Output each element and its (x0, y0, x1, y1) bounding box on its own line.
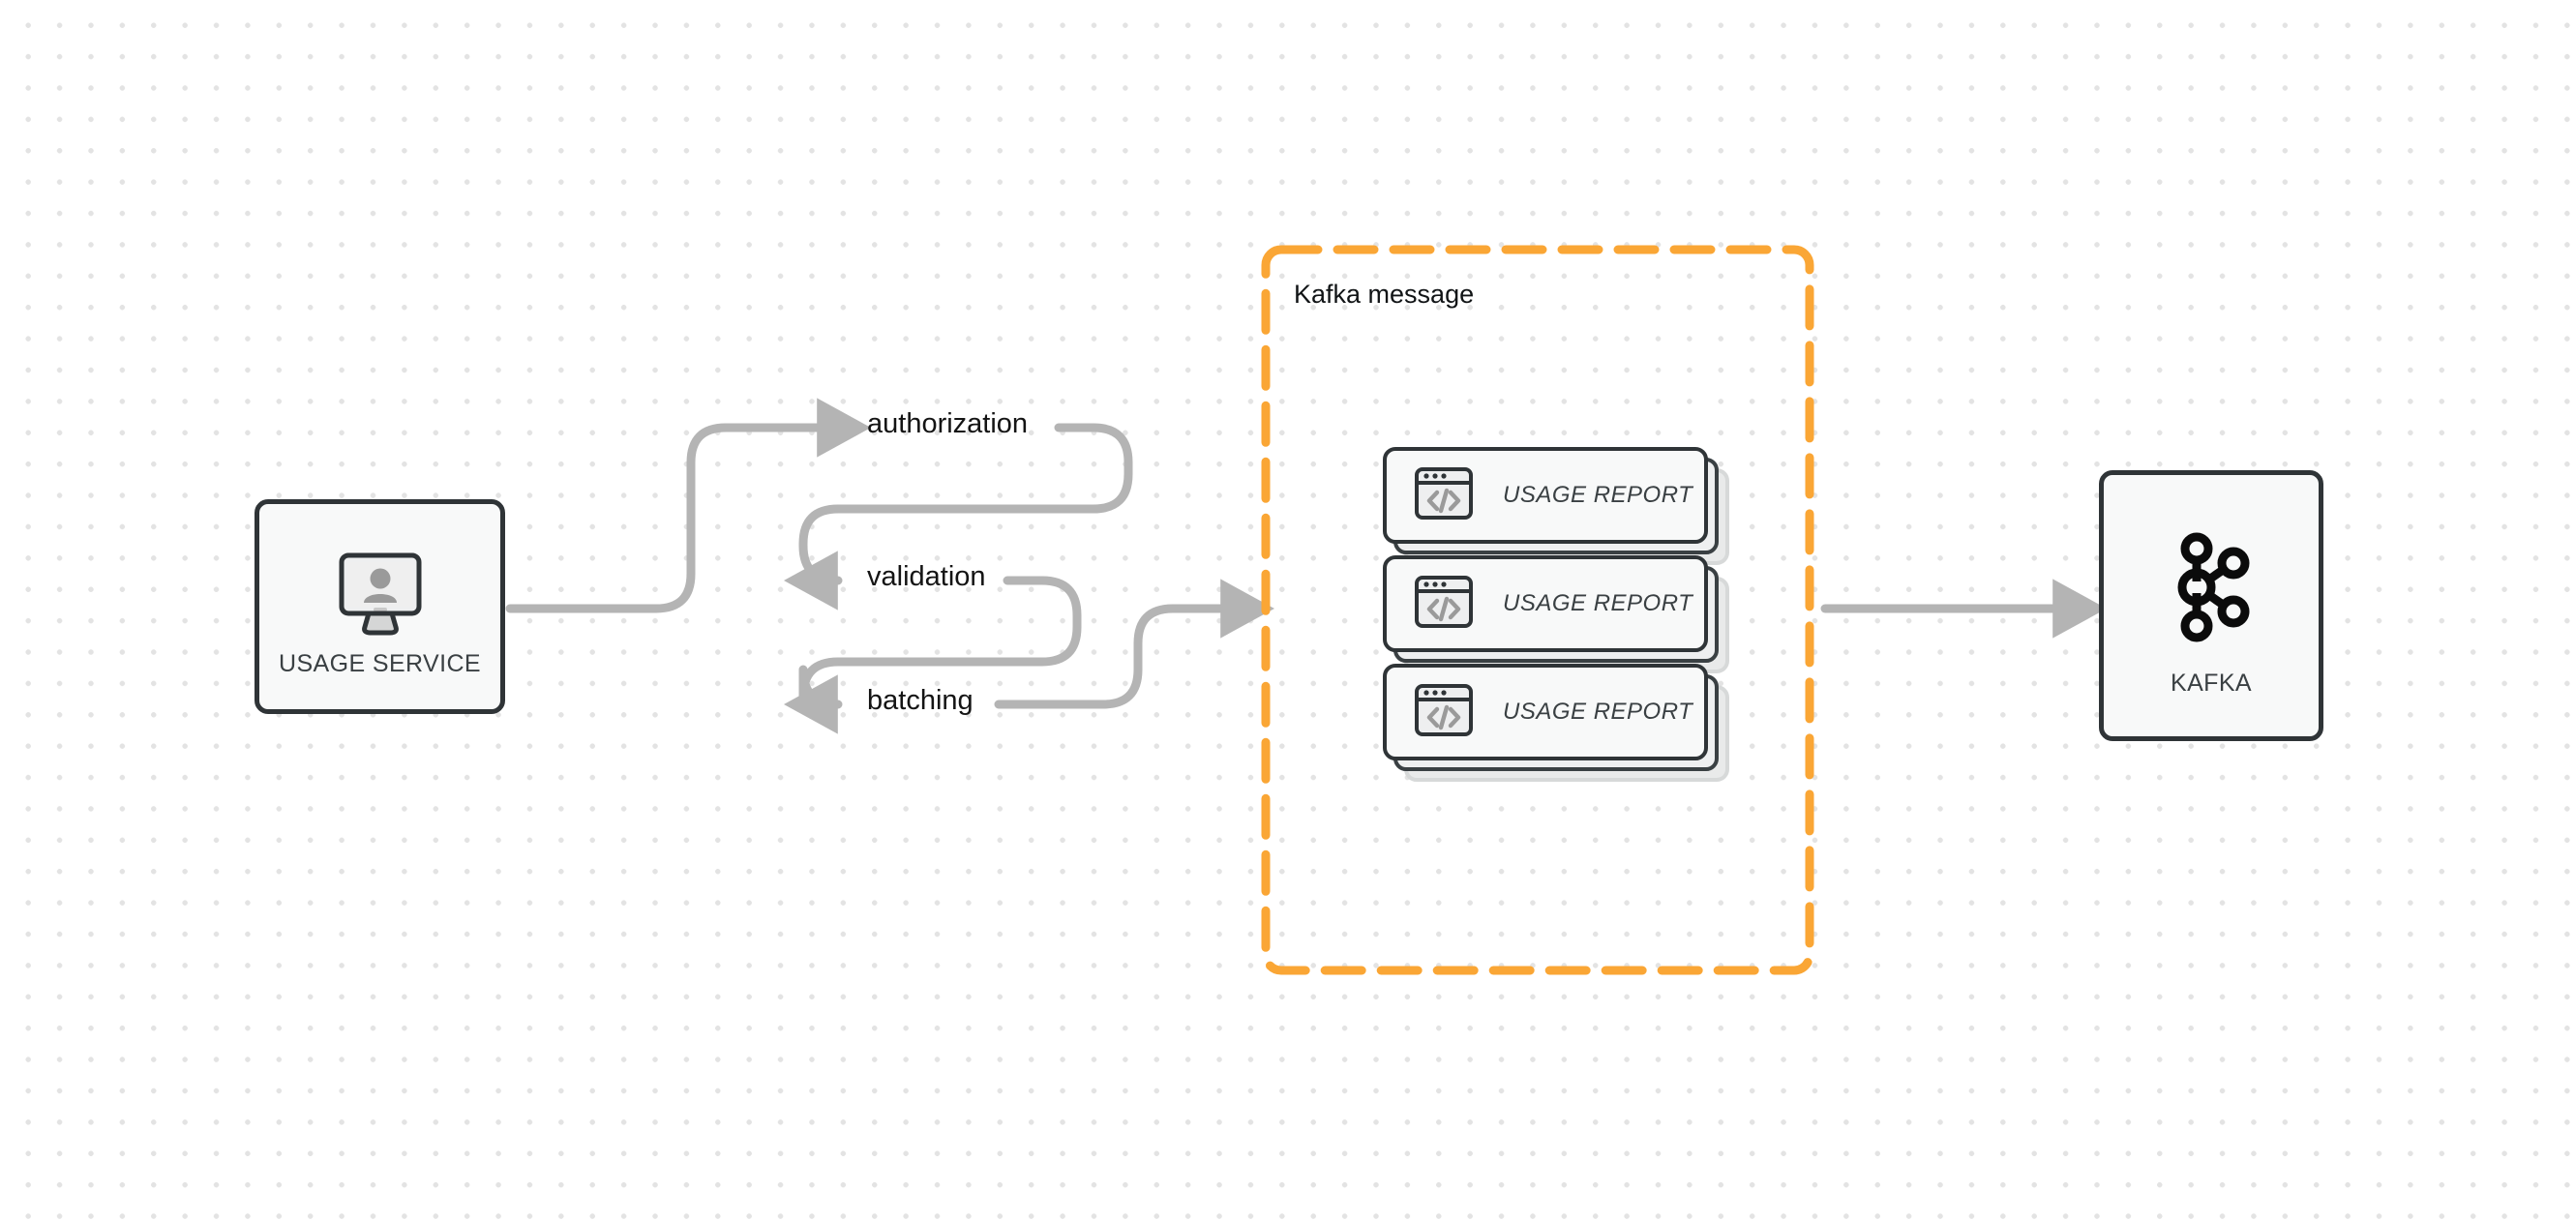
code-window-icon (1414, 680, 1474, 745)
node-label-usage-service: USAGE SERVICE (279, 650, 481, 677)
code-window-icon (1414, 572, 1474, 637)
usage-report-card-face: USAGE REPORT (1383, 447, 1708, 544)
usage-report-card-face: USAGE REPORT (1383, 664, 1708, 760)
kafka-message-title: Kafka message (1294, 280, 1475, 309)
usage-report-card[interactable]: USAGE REPORT (1383, 664, 1729, 782)
monitor-user-icon (334, 551, 427, 641)
edge-validation-to-batching (784, 576, 1082, 734)
edge-batching-to-kafka-message (994, 579, 1274, 709)
edge-usage-service-to-authorization (505, 398, 871, 613)
flow-label-validation[interactable]: validation (867, 561, 986, 592)
flow-label-authorization[interactable]: authorization (867, 408, 1029, 439)
usage-report-card[interactable]: USAGE REPORT (1383, 555, 1729, 673)
usage-report-label: USAGE REPORT (1503, 590, 1693, 616)
kafka-message-group[interactable]: Kafka message (1261, 245, 1814, 975)
usage-report-label: USAGE REPORT (1503, 699, 1693, 725)
edge-authorization-to-validation (784, 423, 1133, 610)
kafka-logo-icon (2166, 531, 2257, 648)
usage-report-label: USAGE REPORT (1503, 482, 1693, 508)
usage-report-card-face: USAGE REPORT (1383, 555, 1708, 652)
kafka-message-dashed-border (1261, 245, 1814, 975)
flow-label-batching[interactable]: batching (867, 685, 973, 716)
node-usage-service[interactable]: USAGE SERVICE (255, 499, 505, 714)
usage-report-card[interactable]: USAGE REPORT (1383, 447, 1729, 565)
node-kafka[interactable]: KAFKA (2099, 470, 2323, 741)
node-label-kafka: KAFKA (2171, 670, 2252, 697)
code-window-icon (1414, 463, 1474, 528)
